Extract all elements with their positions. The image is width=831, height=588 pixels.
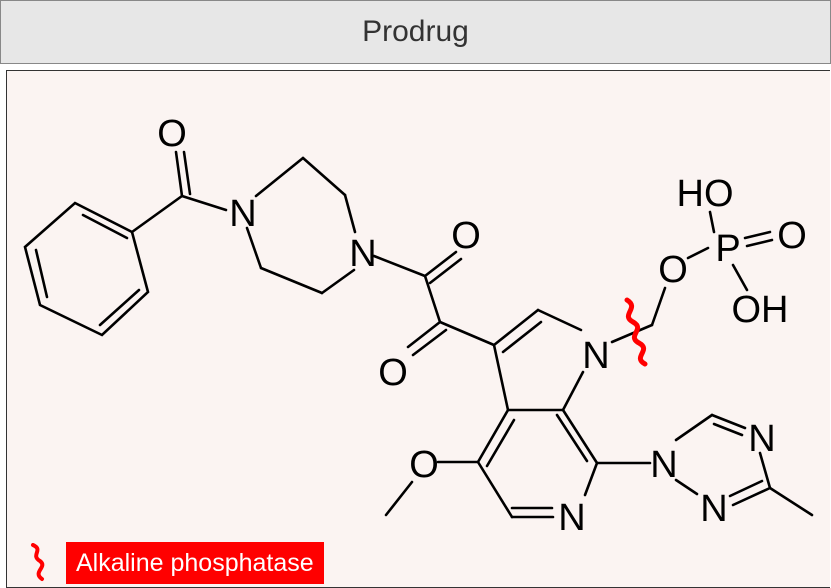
double-bond <box>745 238 774 248</box>
atom-label: N <box>700 488 727 530</box>
bond <box>372 254 427 278</box>
bond <box>254 156 305 198</box>
title-bar: Prodrug <box>0 0 831 64</box>
carbonyl-bond <box>423 250 458 278</box>
bond <box>343 193 357 234</box>
bond <box>476 460 514 519</box>
bond <box>130 194 184 234</box>
benzene-double-bond <box>34 248 49 299</box>
cleavage-squiggle-icon <box>624 297 648 367</box>
bond <box>423 274 442 324</box>
bond <box>583 461 599 497</box>
piperazine-ring <box>245 156 357 295</box>
bond <box>674 413 714 442</box>
atom-label: N <box>582 335 609 377</box>
bond <box>674 478 699 496</box>
bond <box>731 263 749 292</box>
bond <box>259 266 324 295</box>
bond <box>180 194 228 212</box>
carbonyl-bond <box>182 150 192 196</box>
carbonyl-bond <box>174 150 184 198</box>
bond <box>476 408 510 464</box>
bond <box>650 286 667 327</box>
double-bond <box>485 418 516 468</box>
bond <box>245 226 263 270</box>
bond <box>561 370 585 412</box>
bond <box>536 308 583 332</box>
double-bond <box>555 413 589 463</box>
atom-label: N <box>229 193 256 235</box>
atom-label: N <box>349 233 376 275</box>
atom-label: P <box>715 228 740 270</box>
triazole-ring <box>674 413 772 507</box>
double-bond <box>712 422 744 437</box>
pyrrole-ring <box>492 308 585 412</box>
bond <box>610 323 654 344</box>
carbonyl-bond <box>428 257 463 285</box>
bond <box>686 246 710 260</box>
bond <box>708 210 716 234</box>
double-bond <box>501 320 543 354</box>
bond <box>320 268 356 295</box>
bond <box>710 413 747 430</box>
atom-label: O <box>658 249 688 291</box>
cleavage-squiggle-icon <box>31 543 45 581</box>
double-bond <box>728 479 764 498</box>
structure-panel <box>6 70 830 588</box>
benzene-double-bond <box>81 213 129 240</box>
methyl-bond <box>384 480 414 517</box>
bond <box>758 451 772 490</box>
bond <box>301 156 347 197</box>
double-bond <box>743 230 772 240</box>
carbonyl-bond <box>406 320 442 349</box>
atom-label: N <box>748 418 775 460</box>
bond <box>492 343 510 412</box>
atom-label: O <box>378 352 408 394</box>
methyl-bond <box>768 486 814 517</box>
benzene-ring <box>23 201 150 337</box>
pyridine-ring <box>476 408 599 519</box>
atom-label: O <box>451 215 481 257</box>
benzene-double-bond <box>98 288 141 327</box>
atom-label: O <box>157 113 187 155</box>
enzyme-label: Alkaline phosphatase <box>66 542 324 584</box>
bond <box>492 308 540 347</box>
atom-label: N <box>650 444 677 486</box>
bond <box>561 408 599 465</box>
legend: Alkaline phosphatase <box>28 542 324 584</box>
atom-label: OH <box>732 289 789 331</box>
atom-label: N <box>558 497 585 539</box>
bond <box>438 320 496 347</box>
atom-label: O <box>409 444 439 486</box>
benzene-hexagon <box>23 201 150 337</box>
carbonyl-bond <box>411 328 448 357</box>
page-title: Prodrug <box>362 15 469 48</box>
atom-label: HO <box>677 173 734 215</box>
bond <box>731 486 772 507</box>
atom-label: O <box>777 215 807 257</box>
